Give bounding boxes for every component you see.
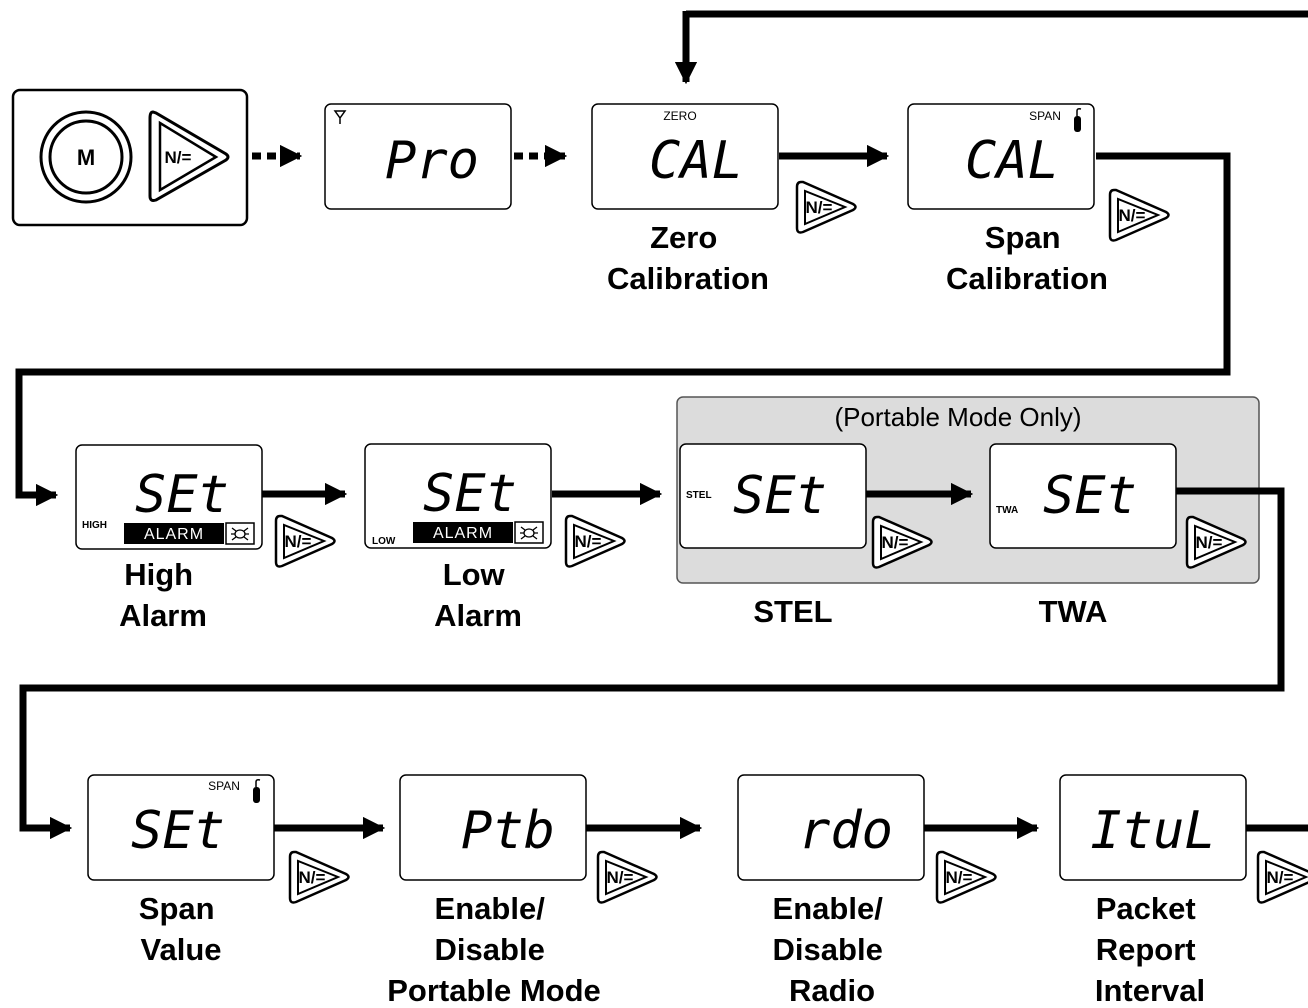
screen-high-display: SEt: [135, 465, 229, 525]
next-button-icon[interactable]: N/=: [935, 850, 997, 904]
label-twa: TWA: [1039, 594, 1108, 629]
next-button-label: N/=: [165, 148, 192, 167]
flow-connectors: [15, 10, 1308, 840]
next-button-label: N/=: [1196, 533, 1223, 552]
next-button-icon[interactable]: N/=: [564, 514, 626, 568]
antenna-icon: [333, 110, 347, 124]
next-button-label: N/=: [285, 532, 312, 551]
screen-span-cal-display: CAL: [965, 131, 1059, 191]
screen-interval-display: ItuL: [1090, 801, 1215, 861]
screen-radio: rdo: [737, 774, 925, 881]
screen-zero-cal-display: CAL: [649, 131, 743, 191]
screen-span-cal: SPAN CAL: [907, 103, 1095, 210]
low-alarm-badge: ALARM: [433, 525, 493, 542]
next-button-label: N/=: [946, 868, 973, 887]
screen-high-alarm: SEt HIGH ALARM: [75, 444, 263, 550]
next-button-icon[interactable]: N/=: [1108, 188, 1170, 242]
label-high-alarm: High Alarm: [119, 557, 207, 633]
screen-stel-display: SEt: [733, 466, 827, 526]
label-zero-cal: Zero Calibration: [607, 220, 769, 296]
stel-indicator: STEL: [686, 490, 712, 501]
next-button-label: N/=: [607, 868, 634, 887]
step-labels: Zero Calibration Span Calibration High A…: [119, 220, 1205, 1008]
screen-span-value: SPAN SEt: [87, 774, 275, 881]
label-portable: Enable/ Disable Portable Mode: [387, 891, 601, 1008]
next-button-icon[interactable]: N/=: [596, 850, 658, 904]
screen-span-value-display: SEt: [131, 801, 225, 861]
label-radio: Enable/ Disable Radio: [773, 891, 892, 1008]
next-button-label: N/=: [1267, 868, 1294, 887]
next-button-label: N/=: [806, 198, 833, 217]
mode-button-label: M: [77, 145, 95, 170]
span-indicator: SPAN: [1029, 109, 1061, 123]
zero-indicator: ZERO: [663, 109, 696, 123]
gas-bottle-icon: [1074, 108, 1082, 132]
screen-pro: Pro: [324, 103, 512, 210]
screen-stel: STEL SEt: [679, 443, 867, 549]
next-button-icon[interactable]: N/=: [1256, 850, 1308, 904]
screen-twa: TWA SEt: [989, 443, 1177, 549]
arrow-span-to-high: [15, 152, 1231, 507]
span-value-indicator: SPAN: [208, 779, 240, 793]
screen-portable: Ptb: [399, 774, 587, 881]
screen-twa-display: SEt: [1043, 466, 1137, 526]
label-span-value: Span Value: [139, 891, 223, 967]
screen-radio-display: rdo: [799, 801, 893, 861]
next-button-label: N/=: [1119, 206, 1146, 225]
alarm-bug-icon: [514, 521, 544, 544]
label-interval: Packet Report Interval: [1095, 891, 1205, 1008]
label-low-alarm: Low Alarm: [434, 557, 522, 633]
next-button-icon[interactable]: N/=: [274, 514, 336, 568]
next-buttons: N/= N/= N/= N/= N/= N/=: [274, 180, 1308, 904]
next-button-icon[interactable]: N/=: [871, 515, 933, 569]
gas-bottle-icon: [253, 779, 261, 803]
next-button-icon[interactable]: N/=: [288, 850, 350, 904]
high-alarm-badge: ALARM: [144, 526, 204, 543]
screen-interval: ItuL: [1059, 774, 1247, 881]
twa-indicator: TWA: [996, 505, 1018, 516]
screen-low-display: SEt: [423, 464, 517, 524]
next-button-label: N/=: [882, 533, 909, 552]
next-button-icon[interactable]: N/=: [1185, 515, 1247, 569]
screen-zero-cal: ZERO CAL: [591, 103, 779, 210]
portable-mode-caption: (Portable Mode Only): [834, 402, 1081, 432]
next-button-icon[interactable]: N/=: [795, 180, 857, 234]
screen-low-alarm: SEt LOW ALARM: [364, 443, 552, 549]
next-button-label: N/=: [575, 532, 602, 551]
next-button-icon[interactable]: N/=: [148, 110, 230, 202]
screen-pro-display: Pro: [385, 131, 479, 191]
label-span-cal: Span Calibration: [946, 220, 1108, 296]
label-stel: STEL: [753, 594, 832, 629]
screen-portable-display: Ptb: [461, 801, 555, 861]
alarm-bug-icon: [225, 522, 255, 545]
arrow-twa-to-span-value: [19, 487, 1285, 840]
low-indicator: LOW: [372, 536, 396, 547]
mode-button-icon[interactable]: M: [39, 110, 133, 204]
high-indicator: HIGH: [82, 520, 107, 531]
next-button-label: N/=: [299, 868, 326, 887]
start-buttons-panel: M N/=: [11, 88, 249, 227]
